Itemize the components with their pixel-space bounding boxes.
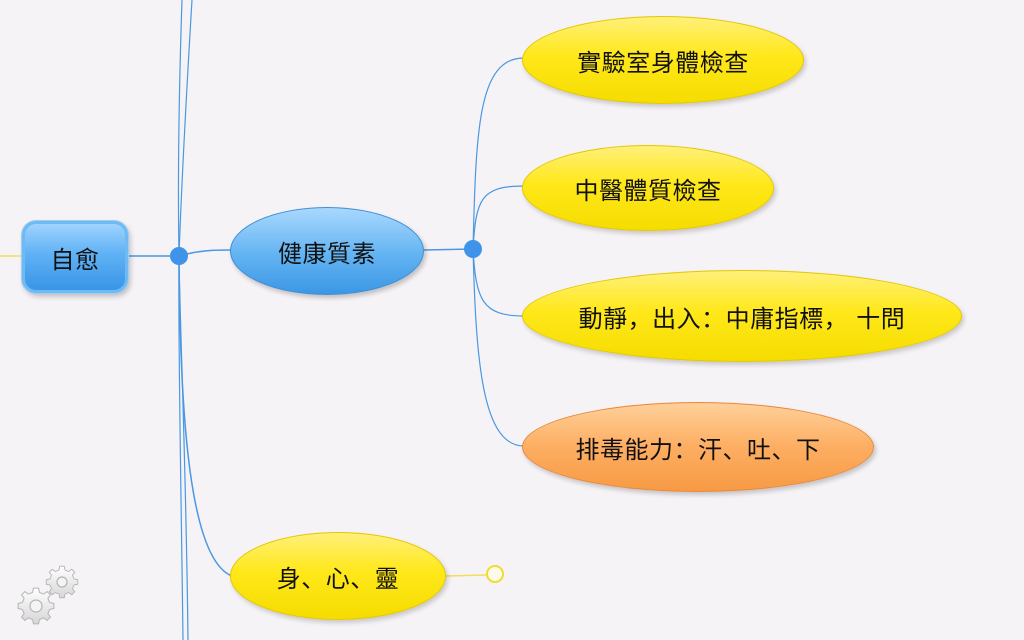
settings-gears-icon[interactable]	[10, 560, 88, 630]
leaf-node-label: 實驗室身體檢查	[577, 48, 749, 77]
connector-leaf-2	[472, 185, 525, 250]
connector-joint-spirit	[178, 255, 233, 577]
leaf-joint[interactable]	[464, 240, 482, 258]
branch-node-label: 身、心、靈	[276, 564, 400, 593]
branch-joint[interactable]	[170, 247, 188, 265]
leaf-node-label: 排毒能力：汗、吐、下	[575, 435, 821, 464]
leaf-node-label: 動靜，出入：中庸指標， 十問	[578, 304, 906, 333]
branch-node-health-quality[interactable]: 健康質素	[230, 207, 424, 295]
leaf-node-tcm-checkup[interactable]: 中醫體質檢查	[522, 145, 774, 231]
leaf-node-lab-checkup[interactable]: 實驗室身體檢查	[522, 16, 804, 104]
root-node[interactable]: 自愈	[22, 221, 128, 293]
connector-leaf-3	[472, 248, 525, 317]
leaf-node-balance-indicators[interactable]: 動靜，出入：中庸指標， 十問	[522, 270, 962, 362]
branch-node-label: 健康質素	[278, 239, 376, 268]
leaf-node-label: 中醫體質檢查	[574, 176, 722, 205]
branch-node-body-mind-spirit[interactable]: 身、心、靈	[230, 532, 446, 620]
connector-leaf-1	[472, 57, 525, 250]
expand-collapsed-joint[interactable]	[486, 565, 504, 583]
connector-spirit-collapsed	[445, 574, 487, 577]
connector-leaf-4	[472, 248, 525, 447]
root-node-label: 自愈	[50, 245, 100, 274]
leaf-node-detox-ability[interactable]: 排毒能力：汗、吐、下	[522, 402, 874, 492]
